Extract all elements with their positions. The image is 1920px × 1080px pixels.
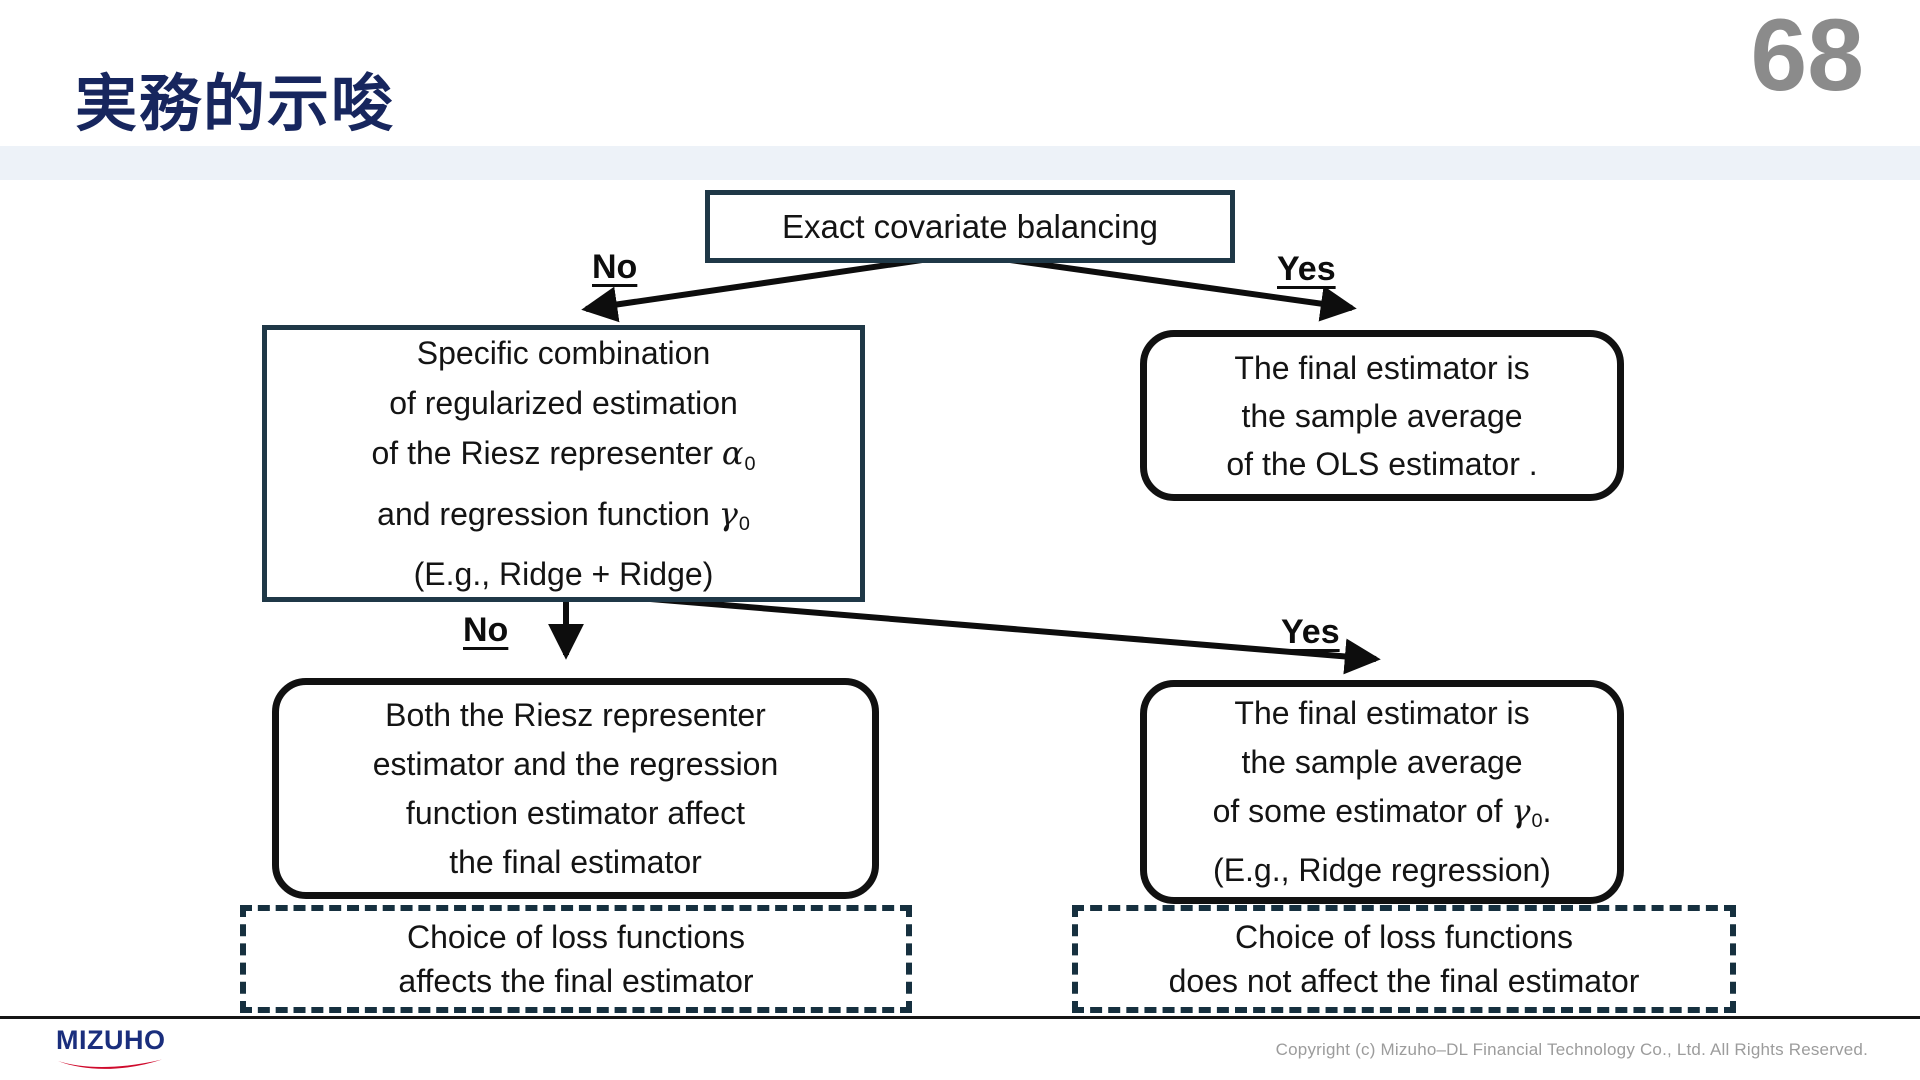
mizuho-logo: MIZUHO	[56, 1025, 176, 1077]
alpha-symbol: α	[721, 433, 744, 472]
left-box-line: and regression function γ0	[377, 494, 750, 536]
right-dashed-note-loss-does-not-affect: Choice of loss functions does not affect…	[1072, 905, 1736, 1013]
bottom-left-box-line: Both the Riesz representer	[385, 696, 766, 733]
right-dashed-line: Choice of loss functions	[1235, 919, 1573, 955]
branch1-no-label: No	[592, 248, 638, 286]
gamma-symbol: γ	[1511, 791, 1531, 830]
root-box-exact-covariate-balancing: Exact covariate balancing	[705, 190, 1235, 263]
gamma-symbol: γ	[718, 494, 738, 533]
mizuho-logo-text: MIZUHO	[56, 1025, 166, 1055]
page-title: 実務的示唆	[75, 70, 396, 139]
left-box-line: (E.g., Ridge + Ridge)	[413, 556, 714, 593]
right-top-box-line: the sample average	[1241, 397, 1523, 434]
right-top-box-line: The final estimator is	[1234, 349, 1530, 386]
left-dashed-line: Choice of loss functions	[407, 919, 745, 955]
left-box-line: of the Riesz representer α0	[371, 433, 756, 475]
gamma-subscript: 0	[738, 513, 750, 536]
footer-divider	[0, 1016, 1920, 1019]
left-box-line: of regularized estimation	[389, 384, 738, 421]
right-top-box-ols-sample-average: The final estimator is the sample averag…	[1140, 330, 1624, 501]
left-box-line: Specific combination	[416, 334, 711, 371]
mizuho-swoosh-icon	[58, 1059, 162, 1069]
right-dashed-line: does not affect the final estimator	[1168, 963, 1640, 999]
left-box-specific-combination: Specific combination of regularized esti…	[262, 325, 865, 602]
bottom-right-box-line: (E.g., Ridge regression)	[1213, 852, 1551, 889]
branch2-no-label: No	[463, 611, 509, 649]
bottom-left-box-line: estimator and the regression	[372, 745, 779, 782]
branch1-yes-label: Yes	[1277, 250, 1336, 288]
bottom-left-box-line: the final estimator	[449, 843, 702, 880]
left-dashed-line: affects the final estimator	[398, 963, 754, 999]
right-top-box-line: of the OLS estimator .	[1226, 445, 1538, 482]
branch2-yes-label: Yes	[1281, 613, 1340, 651]
bottom-right-box-sample-average-gamma: The final estimator is the sample averag…	[1140, 680, 1624, 904]
copyright-text: Copyright (c) Mizuho–DL Financial Techno…	[1275, 1040, 1868, 1059]
left-dashed-note-loss-affects: Choice of loss functions affects the fin…	[240, 905, 912, 1013]
bottom-left-box-line: function estimator affect	[405, 794, 746, 831]
gamma-subscript: 0	[1531, 810, 1543, 833]
alpha-subscript: 0	[744, 452, 756, 475]
arrow-yes-2	[565, 589, 1381, 675]
bottom-right-box-line: the sample average	[1241, 743, 1523, 780]
title-accent-band	[0, 146, 1920, 180]
page-number: 68	[1750, 0, 1864, 112]
bottom-right-box-line: The final estimator is	[1234, 694, 1530, 731]
bottom-left-box-both-estimators-affect: Both the Riesz representer estimator and…	[272, 678, 879, 899]
root-box-label: Exact covariate balancing	[781, 207, 1159, 245]
bottom-right-box-line: of some estimator of γ0.	[1212, 791, 1552, 833]
